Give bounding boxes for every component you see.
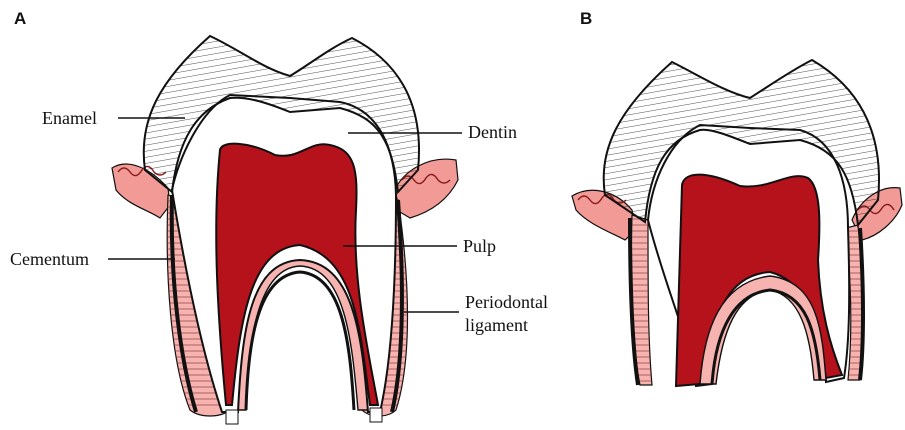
tooth-b	[572, 60, 902, 386]
label-enamel-text: Enamel	[42, 108, 97, 128]
label-cementum: Cementum	[10, 249, 175, 269]
label-periodontal-line2: ligament	[465, 315, 528, 335]
tooth-a	[112, 36, 458, 424]
label-periodontal-ligament: Periodontal ligament	[404, 292, 548, 335]
label-pulp-text: Pulp	[463, 236, 496, 256]
panel-letter-b: B	[580, 9, 592, 28]
label-cementum-text: Cementum	[10, 249, 89, 269]
panel-letter-a: A	[14, 9, 26, 28]
label-dentin-text: Dentin	[468, 122, 517, 142]
label-periodontal-line1: Periodontal	[465, 292, 548, 312]
